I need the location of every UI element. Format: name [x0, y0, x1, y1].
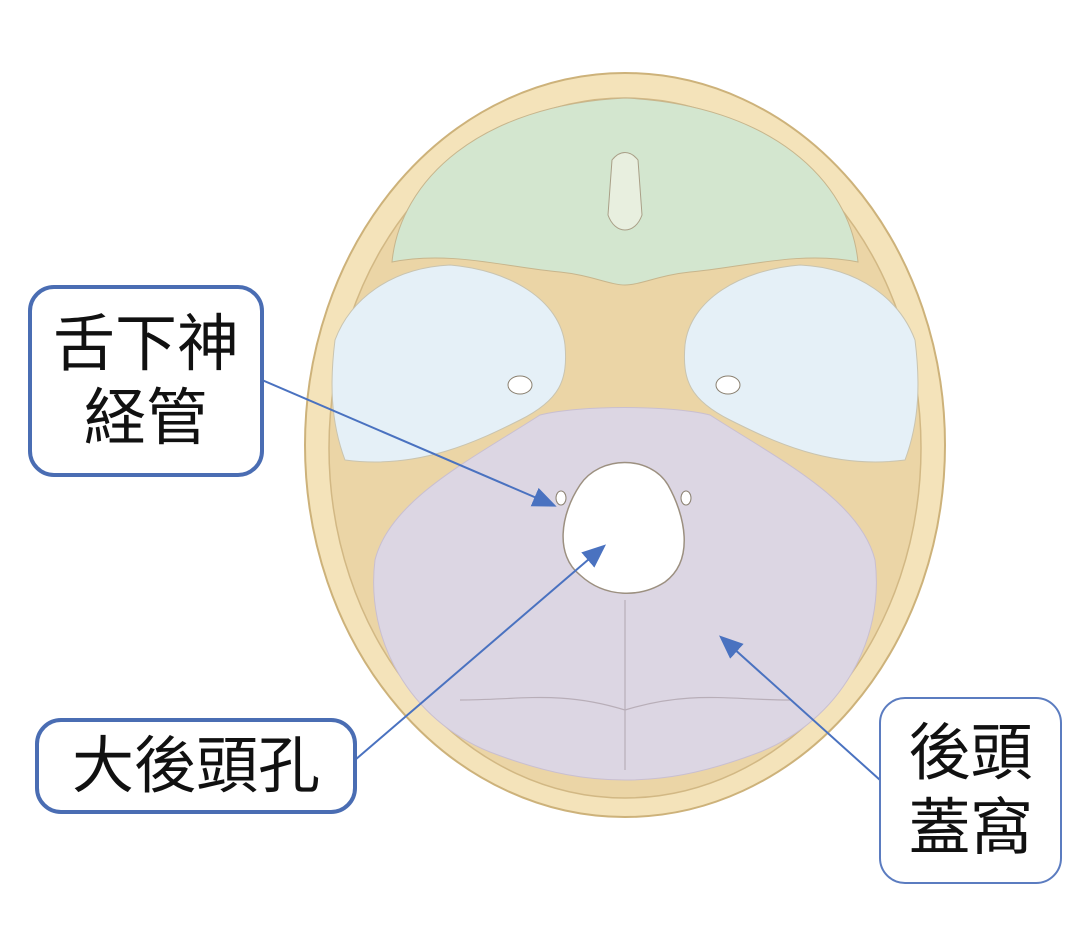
label-line: 経管	[83, 381, 208, 454]
foramen-left	[507, 375, 533, 395]
label-hypoglossal-canal: 舌下神 経管	[28, 285, 264, 477]
arrow-hypoglossal-canal	[261, 379, 557, 507]
label-posterior-cranial-fossa: 後頭 蓋窩	[879, 697, 1062, 884]
label-line: 蓋窩	[908, 790, 1033, 864]
arrow-foramen-magnum	[354, 544, 607, 761]
label-line: 後頭	[908, 716, 1033, 790]
arrow-posterior-fossa	[719, 635, 881, 781]
crista-galli	[607, 152, 643, 231]
internal-occipital-crest	[459, 600, 791, 770]
hypoglossal-canal-left	[555, 490, 567, 506]
label-line: 舌下神	[52, 306, 239, 380]
middle-cranial-fossa-left	[331, 264, 567, 463]
middle-cranial-fossa-right	[683, 264, 919, 463]
foramen-magnum	[562, 461, 685, 594]
hypoglossal-canal-right	[680, 490, 692, 506]
label-foramen-magnum: 大後頭孔	[35, 718, 357, 814]
label-line: 大後頭孔	[71, 728, 320, 802]
foramen-right	[715, 375, 741, 395]
